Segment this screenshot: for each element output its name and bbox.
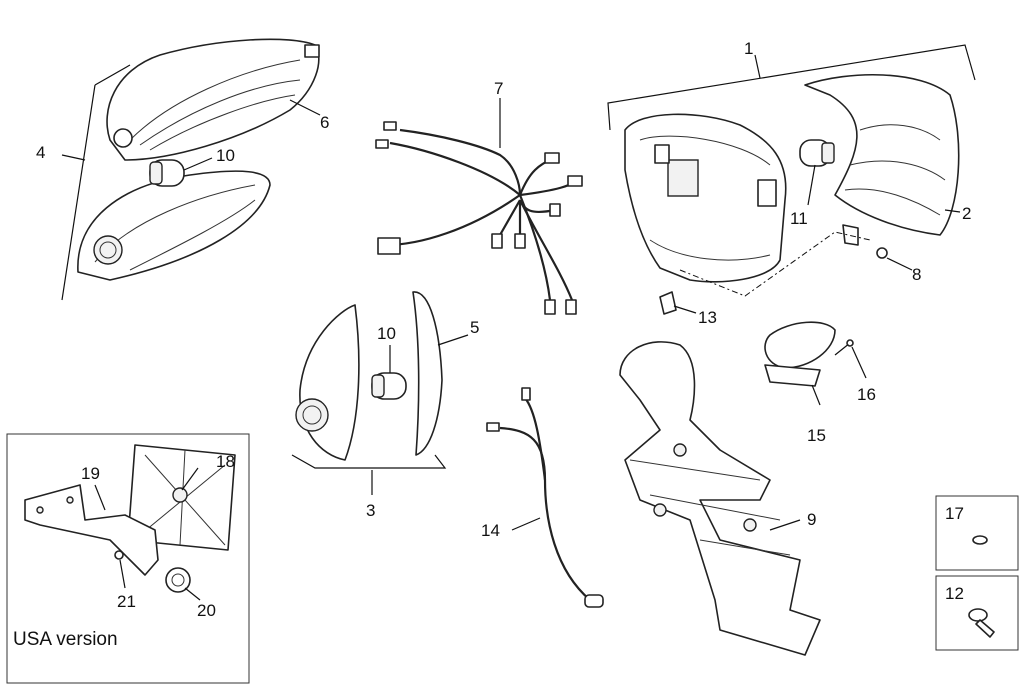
callout-10-rear: 10 [377,324,396,343]
callout-4: 4 [36,143,45,162]
part-18-plate-mount [127,444,236,551]
callout-7: 7 [494,79,503,98]
callout-8: 8 [912,265,921,284]
part-11-bulb [799,139,835,167]
callout-17: 17 [945,504,964,523]
part-1-light-bracket [624,113,787,283]
callout-3: 3 [366,501,375,520]
part-17-box [935,495,1019,571]
part-6-indicator-lens [106,38,320,161]
part-9-plate-holder [619,341,821,656]
part-20-grommet [165,567,191,593]
part-10-bulb [149,159,185,187]
part-17-washer [972,535,988,545]
usa-version-label: USA version [13,629,118,650]
callout-16: 16 [857,385,876,404]
part-10-bulb-rear [371,372,407,400]
callout-14: 14 [481,521,500,540]
callout-18: 18 [216,452,235,471]
part-3-rear-indicator-housing [295,304,360,461]
callout-15: 15 [807,426,826,445]
part-7-wiring-harness [375,121,583,315]
callout-6: 6 [320,113,329,132]
callout-1: 1 [744,39,753,58]
part-21-nut [114,550,124,560]
usa-version-box [6,433,250,684]
part-15-plate-light [764,321,836,387]
callout-9: 9 [807,510,816,529]
part-2-cover [804,73,960,246]
callout-19: 19 [81,464,100,483]
callout-10-front: 10 [216,146,235,165]
callout-5: 5 [470,318,479,337]
part-19-bracket [24,484,159,576]
callout-11: 11 [790,209,808,228]
part-14-wire [486,387,604,608]
part-5-rear-lens [412,291,443,456]
callout-13: 13 [698,308,717,327]
callout-12: 12 [945,584,964,603]
callout-21: 21 [117,592,136,611]
part-12-box [935,575,1019,651]
callout-2: 2 [962,204,971,223]
part-13-clip [659,291,677,315]
part-16-screw [834,339,854,356]
callout-20: 20 [197,601,216,620]
part-12-screw [968,608,995,638]
part-4-indicator-housing [77,170,271,281]
part-8-screw [876,247,888,259]
